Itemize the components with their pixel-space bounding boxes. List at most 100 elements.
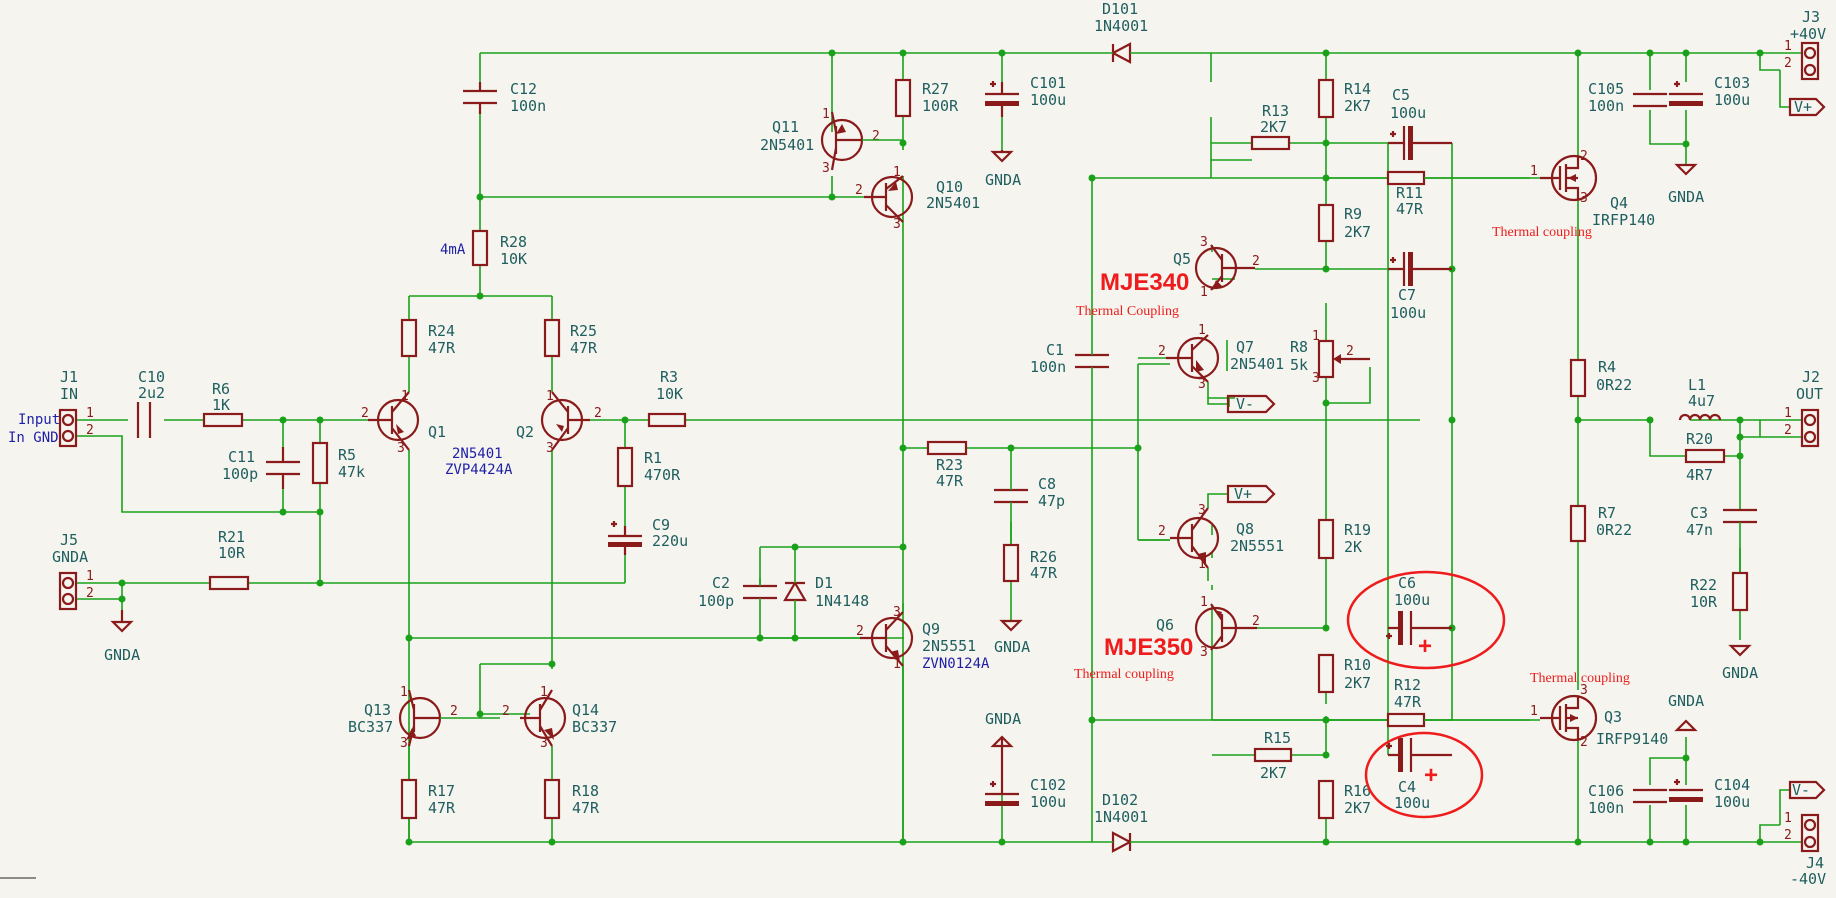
c4-value: 100u bbox=[1394, 794, 1430, 812]
resistor-r23[interactable]: R23 47R bbox=[926, 440, 968, 490]
q3-ref: Q3 bbox=[1604, 708, 1622, 726]
resistor-r20[interactable]: R20 4R7 bbox=[1684, 430, 1726, 484]
resistor-r12[interactable]: R12 47R bbox=[1386, 676, 1426, 728]
diode-d1[interactable]: D1 1N4148 bbox=[783, 574, 869, 610]
r26-value: 47R bbox=[1030, 564, 1058, 582]
c106-value: 100n bbox=[1588, 799, 1624, 817]
transistor-q1[interactable]: Q1 213 bbox=[361, 389, 446, 456]
svg-text:2: 2 bbox=[1158, 344, 1166, 359]
capacitor-c3[interactable]: C3 47n bbox=[1686, 504, 1757, 539]
resistor-r24[interactable]: R24 47R bbox=[400, 318, 456, 358]
capacitor-c106[interactable]: C106 100n bbox=[1588, 782, 1667, 817]
c102-ref: C102 bbox=[1030, 776, 1066, 794]
l1-value: 4u7 bbox=[1688, 392, 1715, 410]
resistor-r28[interactable]: R28 10K 4mA bbox=[440, 229, 527, 268]
capacitor-c12[interactable]: C12 100n bbox=[463, 80, 546, 115]
annotation-circle-c4: + bbox=[1364, 731, 1484, 819]
resistor-r6[interactable]: R6 1K bbox=[202, 380, 244, 428]
r15-value: 2K7 bbox=[1260, 764, 1287, 782]
resistor-r3[interactable]: R3 10K bbox=[647, 368, 687, 428]
annotation-plus-c4: + bbox=[1424, 762, 1438, 789]
gnd-c101-label: GNDA bbox=[985, 171, 1021, 189]
svg-text:1: 1 bbox=[1312, 329, 1320, 344]
inductor-l1[interactable]: L1 4u7 bbox=[1678, 376, 1722, 421]
resistor-r9[interactable]: R9 2K7 bbox=[1317, 203, 1371, 243]
resistor-r27[interactable]: R27 100R bbox=[894, 78, 959, 118]
svg-text:1: 1 bbox=[1200, 285, 1208, 300]
capacitor-c10[interactable]: C10 2u2 bbox=[136, 368, 165, 438]
capacitor-c105[interactable]: C105 100n bbox=[1588, 80, 1667, 115]
resistor-r14[interactable]: R14 2K7 bbox=[1317, 78, 1371, 119]
transistor-q2[interactable]: Q2 213 bbox=[516, 389, 602, 456]
transistor-q10[interactable]: Q10 2N5401 213 bbox=[855, 165, 980, 232]
resistor-r1[interactable]: R1 470R bbox=[616, 446, 681, 488]
svg-text:2: 2 bbox=[1252, 254, 1260, 269]
resistor-r22[interactable]: R22 10R bbox=[1690, 571, 1749, 612]
connector-j1[interactable]: J1 IN Input In GND 12 bbox=[8, 368, 94, 448]
resistor-r26[interactable]: R26 47R bbox=[1002, 543, 1058, 583]
transistor-q9[interactable]: Q9 2N5551 ZVN0124A 231 bbox=[856, 605, 990, 672]
resistor-r21[interactable]: R21 10R bbox=[208, 528, 250, 591]
resistor-r7[interactable]: R7 0R22 bbox=[1569, 504, 1632, 543]
resistor-r25[interactable]: R25 47R bbox=[543, 318, 598, 358]
capacitor-c104[interactable]: C104 100u bbox=[1669, 776, 1750, 811]
resistor-r17[interactable]: R17 47R bbox=[400, 778, 456, 820]
wires bbox=[66, 52, 1810, 843]
r7-ref: R7 bbox=[1598, 504, 1616, 522]
c105-value: 100n bbox=[1588, 97, 1624, 115]
svg-text:1: 1 bbox=[1200, 595, 1208, 610]
r23-ref: R23 bbox=[936, 456, 963, 474]
potentiometer-r8[interactable]: R8 5k 213 bbox=[1290, 329, 1370, 386]
connector-j3[interactable]: J3 +40V 12 bbox=[1784, 8, 1826, 81]
vminus-j4: V- bbox=[1792, 781, 1810, 799]
connector-j5[interactable]: J5 GNDA 12 bbox=[52, 531, 94, 611]
capacitor-c103[interactable]: C103 100u bbox=[1669, 74, 1750, 109]
capacitor-c102[interactable]: C102 100u bbox=[985, 776, 1066, 811]
transistor-q8[interactable]: Q8 2N5551 231 bbox=[1158, 503, 1284, 572]
resistor-r15[interactable]: R15 2K7 bbox=[1253, 729, 1293, 782]
resistor-r16[interactable]: R16 2K7 bbox=[1317, 779, 1371, 820]
resistor-r10[interactable]: R10 2K7 bbox=[1317, 653, 1371, 694]
transistor-q5[interactable]: Q5 231 bbox=[1173, 235, 1260, 300]
capacitor-c2[interactable]: C2 100p bbox=[698, 574, 777, 610]
q13-value: BC337 bbox=[348, 718, 393, 736]
transistor-q14[interactable]: Q14 BC337 213 bbox=[502, 685, 617, 751]
j4-ref: J4 bbox=[1806, 854, 1824, 872]
capacitor-c5[interactable]: C5 100u bbox=[1388, 86, 1452, 160]
gnd-c103: GNDA bbox=[1668, 163, 1704, 206]
resistor-r13[interactable]: R13 2K7 bbox=[1250, 102, 1291, 151]
svg-text:1: 1 bbox=[1784, 406, 1792, 421]
resistor-r19[interactable]: R19 2K bbox=[1317, 518, 1371, 560]
transistor-q6[interactable]: Q6 213 bbox=[1156, 595, 1260, 660]
connector-j4[interactable]: J4 -40V 12 bbox=[1784, 811, 1826, 888]
transistor-q7[interactable]: Q7 2N5401 213 bbox=[1158, 323, 1284, 392]
transistor-q13[interactable]: Q13 BC337 213 bbox=[348, 685, 458, 751]
transistor-q11[interactable]: Q11 2N5401 213 bbox=[760, 107, 880, 176]
d1-ref: D1 bbox=[815, 574, 833, 592]
svg-text:2: 2 bbox=[594, 406, 602, 421]
capacitor-c101[interactable]: C101 100u bbox=[985, 74, 1066, 117]
capacitor-c7[interactable]: C7 100u bbox=[1388, 252, 1452, 322]
svg-text:3: 3 bbox=[1580, 683, 1588, 698]
resistor-r11[interactable]: R11 47R bbox=[1386, 170, 1426, 218]
resistor-r4[interactable]: R4 0R22 bbox=[1569, 358, 1632, 398]
connector-j2[interactable]: J2 OUT 12 bbox=[1784, 368, 1823, 448]
diode-d102[interactable]: D102 1N4001 bbox=[1094, 791, 1148, 853]
capacitor-c11[interactable]: C11 100p bbox=[222, 447, 300, 489]
r25-value: 47R bbox=[570, 339, 598, 357]
svg-text:2: 2 bbox=[1580, 149, 1588, 164]
mosfet-q4[interactable]: Q4 IRFP140 123 bbox=[1530, 149, 1655, 229]
diode-d101[interactable]: D101 1N4001 bbox=[1094, 0, 1148, 64]
capacitor-c8[interactable]: C8 47p bbox=[994, 475, 1065, 510]
r12-ref: R12 bbox=[1394, 676, 1421, 694]
capacitor-c4[interactable]: C4 100u bbox=[1386, 738, 1452, 812]
resistor-r18[interactable]: R18 47R bbox=[543, 778, 600, 820]
mosfet-q3[interactable]: Q3 IRFP9140 132 bbox=[1530, 683, 1668, 750]
r15-ref: R15 bbox=[1264, 729, 1291, 747]
capacitor-c6[interactable]: C6 100u bbox=[1386, 574, 1452, 645]
r11-ref: R11 bbox=[1396, 184, 1423, 202]
capacitor-c9[interactable]: C9 220u bbox=[608, 516, 688, 555]
capacitor-c1[interactable]: C1 100n bbox=[1030, 341, 1109, 376]
resistor-r5[interactable]: R5 47k bbox=[311, 441, 365, 485]
r23-value: 47R bbox=[936, 472, 964, 490]
